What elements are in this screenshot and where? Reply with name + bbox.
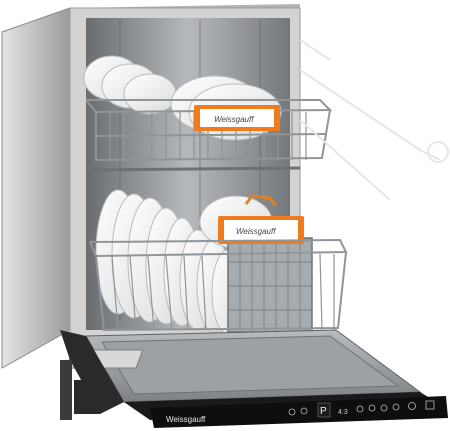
lower-rack	[89, 238, 348, 332]
panel-button-5[interactable]	[380, 404, 388, 412]
lower-brand-tag-text: Weissgauff	[236, 227, 276, 236]
upper-rack	[85, 99, 333, 172]
lower-brand-tag: Weissgauff	[218, 216, 304, 244]
panel-button-3[interactable]	[356, 405, 364, 413]
panel-program-display: P	[320, 406, 327, 417]
panel-readout: 4:3	[338, 409, 348, 416]
panel-button-2[interactable]	[300, 407, 308, 415]
upper-rack-dishes	[83, 55, 282, 141]
panel-button-4[interactable]	[368, 404, 376, 412]
panel-button-1[interactable]	[288, 408, 296, 416]
base-plinth	[60, 360, 100, 420]
control-panel: Weissgauff P 4:3	[150, 396, 448, 428]
power-icon[interactable]	[408, 402, 416, 410]
panel-button-6[interactable]	[392, 403, 400, 411]
upper-brand-tag-text: Weissgauff	[214, 115, 254, 124]
background-watermark	[299, 39, 449, 201]
cabinet-side-panel	[1, 7, 71, 369]
upper-brand-tag: Weissgauff	[194, 105, 280, 131]
panel-brand-text: Weissgauff	[166, 415, 206, 424]
panel-button-7[interactable]	[425, 400, 435, 410]
panel-buttons	[288, 400, 435, 416]
